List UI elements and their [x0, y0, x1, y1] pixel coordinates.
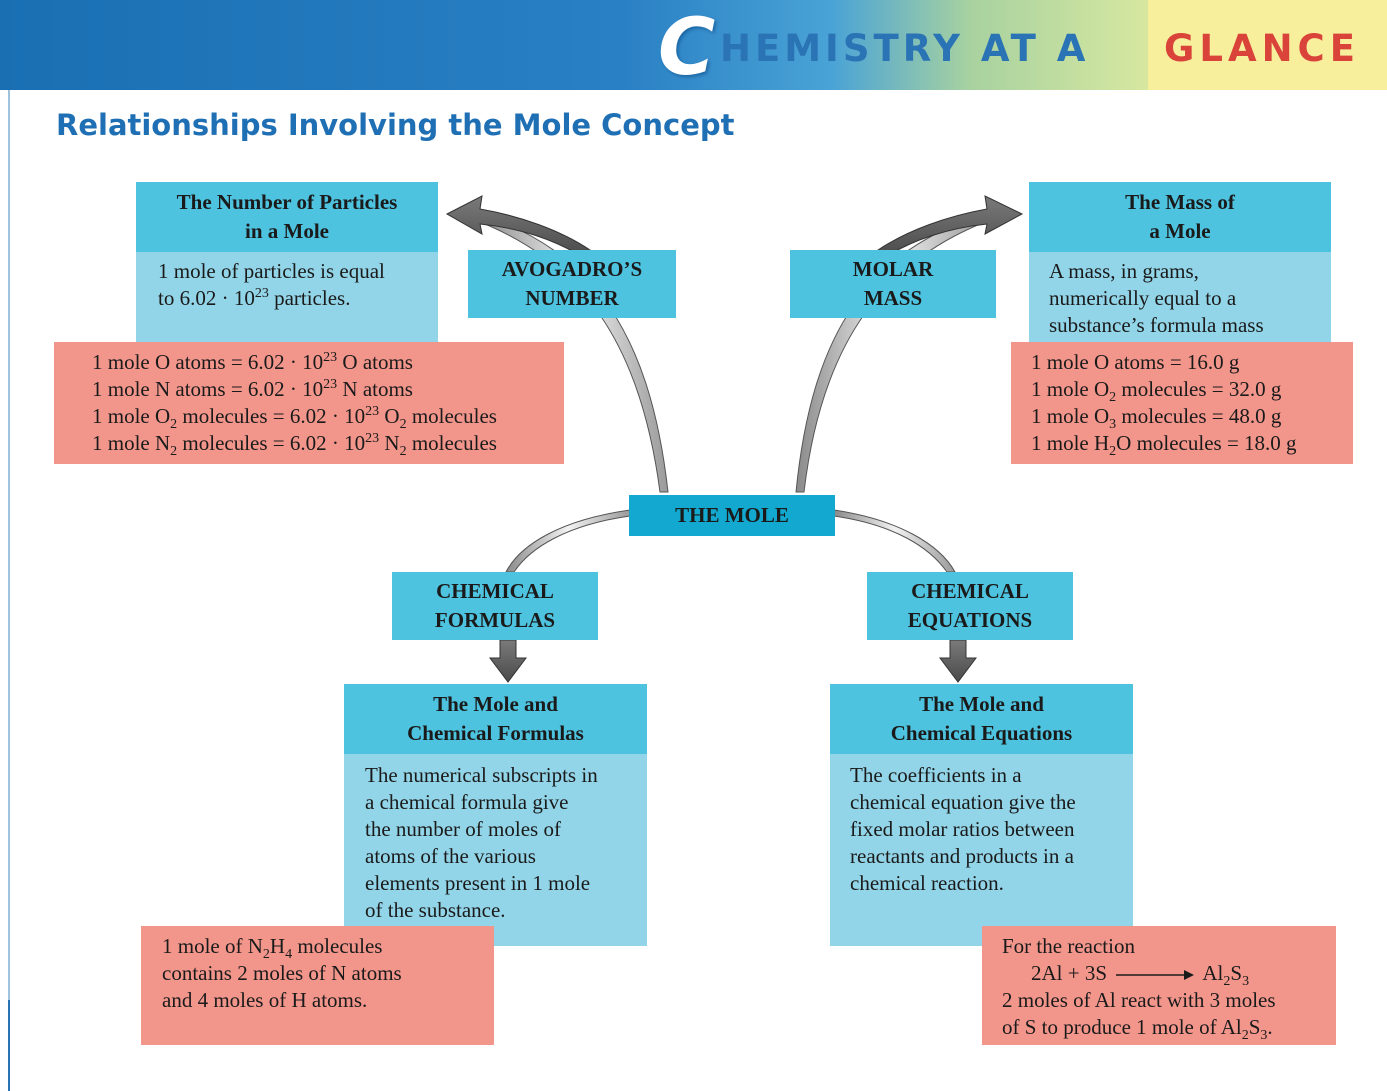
particles-description: 1 mole of particles is equal to 6.02 · 1… [136, 252, 438, 344]
left-rule-accent [8, 1000, 10, 1091]
equations-example-1: For the reaction [1002, 934, 1135, 958]
formulas-desc-line: of the substance. [365, 898, 506, 922]
particles-desc-line2: to 6.02 · 1023 particles. [158, 286, 351, 310]
arrowhead-particles [445, 195, 591, 259]
formulas-desc-line: a chemical formula give [365, 790, 569, 814]
the-mole-center: THE MOLE [629, 495, 835, 536]
left-rule [8, 90, 10, 1091]
mass-description: A mass, in grams, numerically equal to a… [1029, 252, 1331, 344]
particles-example-3: 1 mole O2 molecules = 6.02 · 1023 O2 mol… [92, 404, 497, 433]
particles-examples: 1 mole O atoms = 6.02 · 1023 O atoms 1 m… [54, 342, 564, 464]
avogadro-line1: AVOGADRO’S [501, 257, 643, 281]
formulas-desc-line: The numerical subscripts in [365, 763, 598, 787]
arrowhead-equations [939, 639, 977, 683]
formulas-title-line2: Chemical Formulas [407, 721, 584, 745]
particles-title-line2: in a Mole [245, 219, 329, 243]
chemical-formulas-label: CHEMICAL FORMULAS [392, 572, 598, 640]
formulas-desc-line: the number of moles of [365, 817, 561, 841]
chemical-equations-label: CHEMICAL EQUATIONS [867, 572, 1073, 640]
banner-initial: C [658, 3, 716, 93]
mass-example-2: 1 mole O2 molecules = 32.0 g [1031, 377, 1282, 406]
equations-desc-line: reactants and products in a [850, 844, 1074, 868]
avogadros-number-label: AVOGADRO’S NUMBER [468, 250, 676, 318]
equations-line1: CHEMICAL [911, 579, 1029, 603]
mass-example-3: 1 mole O3 molecules = 48.0 g [1031, 404, 1282, 433]
equations-desc-line: chemical reaction. [850, 871, 1004, 895]
molar-mass-label: MOLAR MASS [790, 250, 996, 318]
mass-example-4: 1 mole H2O molecules = 18.0 g [1031, 431, 1297, 460]
formulas-line1: CHEMICAL [436, 579, 554, 603]
curve-to-equations [833, 509, 956, 573]
particles-example-1: 1 mole O atoms = 6.02 · 1023 O atoms [92, 350, 413, 374]
equations-header: The Mole and Chemical Equations [830, 684, 1133, 754]
equations-title-line2: Chemical Equations [890, 721, 1073, 745]
formulas-header: The Mole and Chemical Formulas [344, 684, 647, 754]
particles-example-2: 1 mole N atoms = 6.02 · 1023 N atoms [92, 377, 413, 401]
mass-header: The Mass of a Mole [1029, 182, 1331, 252]
mass-title-line2: a Mole [1149, 219, 1211, 243]
particles-header: The Number of Particles in a Mole [136, 182, 438, 252]
curve-to-formulas [505, 509, 631, 573]
formulas-example-1: 1 mole of N2H4 molecules [162, 934, 383, 963]
mass-title-line1: The Mass of [1125, 190, 1235, 214]
banner-title: HEMISTRY AT A [720, 27, 1090, 70]
mass-desc-line2: numerically equal to a [1049, 286, 1237, 310]
equations-desc-line: The coefficients in a [850, 763, 1022, 787]
banner-glance-panel [1148, 0, 1387, 90]
arrowhead-formulas [489, 639, 527, 683]
reaction-products: Al2S3 [1202, 961, 1250, 990]
equations-example-3: 2 moles of Al react with 3 moles [1002, 988, 1276, 1012]
mass-example-1: 1 mole O atoms = 16.0 g [1031, 350, 1240, 374]
reaction-arrow-icon [1116, 970, 1195, 981]
formulas-example-2: contains 2 moles of N atoms [162, 961, 402, 985]
formulas-description: The numerical subscripts in a chemical f… [344, 754, 647, 946]
equations-example-4: of S to produce 1 mole of Al2S3. [1002, 1015, 1273, 1044]
particles-title-line1: The Number of Particles [176, 190, 398, 214]
formulas-desc-line: elements present in 1 mole [365, 871, 591, 895]
particles-desc-line1: 1 mole of particles is equal [158, 259, 385, 283]
molar-line1: MOLAR [852, 257, 934, 281]
equations-example: For the reaction 2Al + 3S Al2S3 2 moles … [982, 926, 1336, 1045]
formulas-line2: FORMULAS [434, 608, 556, 632]
molar-line2: MASS [863, 286, 923, 310]
formulas-example-3: and 4 moles of H atoms. [162, 988, 368, 1012]
particles-example-4: 1 mole N2 molecules = 6.02 · 1023 N2 mol… [92, 431, 497, 460]
formulas-desc-line: atoms of the various [365, 844, 536, 868]
equations-reaction: 2Al + 3S Al2S3 [1002, 960, 1336, 990]
avogadro-line2: NUMBER [525, 286, 619, 310]
formulas-title-line1: The Mole and [433, 692, 558, 716]
mass-examples: 1 mole O atoms = 16.0 g 1 mole O2 molecu… [1011, 342, 1353, 464]
equations-line2: EQUATIONS [907, 608, 1033, 632]
the-mole-label: THE MOLE [675, 503, 789, 527]
mass-desc-line1: A mass, in grams, [1049, 259, 1199, 283]
equations-description: The coefficients in a chemical equation … [830, 754, 1133, 946]
formulas-example: 1 mole of N2H4 molecules contains 2 mole… [141, 926, 494, 1045]
reaction-reactants: 2Al + 3S [1031, 961, 1108, 985]
equations-title-line1: The Mole and [919, 692, 1044, 716]
banner-glance: GLANCE [1164, 27, 1360, 70]
equations-desc-line: chemical equation give the [850, 790, 1076, 814]
mass-desc-line3: substance’s formula mass [1049, 313, 1264, 337]
equations-desc-line: fixed molar ratios between [850, 817, 1075, 841]
page-title: Relationships Involving the Mole Concept [56, 108, 735, 142]
arrowhead-mass [877, 195, 1024, 259]
